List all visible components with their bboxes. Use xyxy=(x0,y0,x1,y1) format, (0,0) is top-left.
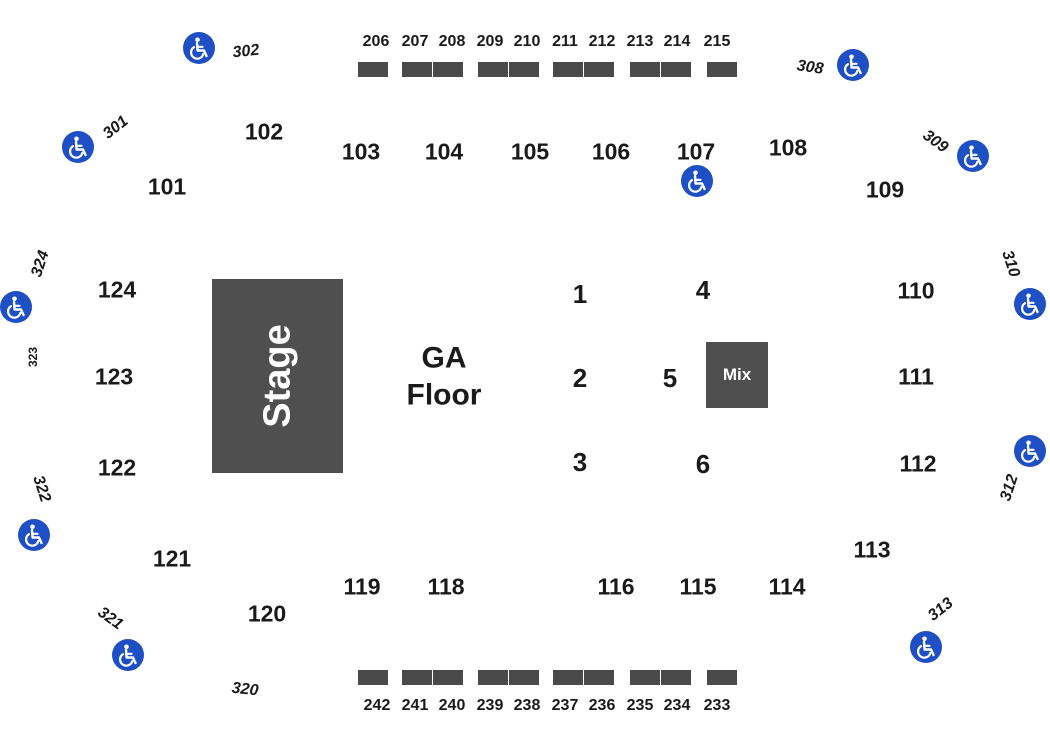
section-115[interactable]: 115 xyxy=(679,573,717,600)
section-320[interactable]: 320 xyxy=(230,679,260,700)
section-212[interactable]: 212 xyxy=(588,33,616,50)
wheelchair-icon xyxy=(910,631,942,663)
wheelchair-icon xyxy=(62,131,94,163)
wheelchair-icon xyxy=(837,49,869,81)
section-322[interactable]: 322 xyxy=(29,473,54,505)
section-102[interactable]: 102 xyxy=(244,118,284,145)
ga-floor-line2: Floor xyxy=(406,378,482,411)
section-3[interactable]: 3 xyxy=(572,447,588,477)
wheelchair-icon xyxy=(681,165,713,197)
section-213[interactable]: 213 xyxy=(626,33,654,50)
wheelchair-icon xyxy=(112,639,144,671)
wheelchair-icon xyxy=(0,291,32,323)
section-242[interactable]: 242 xyxy=(363,697,391,714)
wheelchair-icon xyxy=(18,519,50,551)
loge-box-238[interactable] xyxy=(509,670,539,685)
section-5[interactable]: 5 xyxy=(662,363,678,393)
wheelchair-icon xyxy=(957,140,989,172)
section-104[interactable]: 104 xyxy=(424,138,464,165)
loge-box-237[interactable] xyxy=(553,670,583,685)
section-101[interactable]: 101 xyxy=(147,173,187,200)
section-215[interactable]: 215 xyxy=(703,33,731,50)
ga-floor-line1: GA xyxy=(421,341,467,375)
stage[interactable]: Stage xyxy=(212,279,343,473)
section-235[interactable]: 235 xyxy=(626,697,654,714)
section-105[interactable]: 105 xyxy=(510,138,550,165)
mix-label: Mix xyxy=(722,365,752,384)
section-206[interactable]: 206 xyxy=(362,33,390,50)
section-123[interactable]: 123 xyxy=(94,363,134,390)
loge-box-241[interactable] xyxy=(402,670,432,685)
loge-box-233[interactable] xyxy=(707,670,737,685)
section-309[interactable]: 309 xyxy=(919,126,952,157)
section-118[interactable]: 118 xyxy=(427,573,465,600)
section-238[interactable]: 238 xyxy=(513,697,541,714)
section-119[interactable]: 119 xyxy=(343,573,381,600)
loge-box-214[interactable] xyxy=(661,62,691,77)
section-2[interactable]: 2 xyxy=(572,363,588,393)
loge-box-215[interactable] xyxy=(707,62,737,77)
loge-box-207[interactable] xyxy=(402,62,432,77)
section-239[interactable]: 239 xyxy=(476,697,504,714)
section-120[interactable]: 120 xyxy=(247,600,287,627)
wheelchair-icon xyxy=(183,32,215,64)
section-301[interactable]: 301 xyxy=(99,112,132,143)
section-308[interactable]: 308 xyxy=(795,57,825,78)
section-122[interactable]: 122 xyxy=(97,454,137,481)
section-113[interactable]: 113 xyxy=(853,536,891,563)
section-111[interactable]: 111 xyxy=(898,363,934,390)
loge-box-234[interactable] xyxy=(661,670,691,685)
section-323[interactable]: 323 xyxy=(26,346,40,368)
section-112[interactable]: 112 xyxy=(899,450,937,477)
section-210[interactable]: 210 xyxy=(513,33,541,50)
section-1[interactable]: 1 xyxy=(572,279,588,309)
section-321[interactable]: 321 xyxy=(94,603,127,634)
section-240[interactable]: 240 xyxy=(438,697,466,714)
loge-box-240[interactable] xyxy=(433,670,463,685)
section-209[interactable]: 209 xyxy=(476,33,504,50)
loge-box-211[interactable] xyxy=(553,62,583,77)
loge-box-208[interactable] xyxy=(433,62,463,77)
wheelchair-icon xyxy=(1014,435,1046,467)
section-302[interactable]: 302 xyxy=(231,41,261,62)
ga-floor[interactable]: GA Floor xyxy=(407,340,482,413)
section-109[interactable]: 109 xyxy=(865,176,905,203)
section-124[interactable]: 124 xyxy=(97,276,137,303)
stage-label: Stage xyxy=(256,324,298,428)
section-207[interactable]: 207 xyxy=(401,33,429,50)
loge-box-242[interactable] xyxy=(358,670,388,685)
section-208[interactable]: 208 xyxy=(438,33,466,50)
section-312[interactable]: 312 xyxy=(997,472,1022,504)
section-241[interactable]: 241 xyxy=(401,697,429,714)
section-324[interactable]: 324 xyxy=(28,248,53,280)
section-211[interactable]: 211 xyxy=(552,33,578,50)
section-114[interactable]: 114 xyxy=(768,573,806,600)
loge-box-206[interactable] xyxy=(358,62,388,77)
loge-box-212[interactable] xyxy=(584,62,614,77)
wheelchair-icon xyxy=(1014,288,1046,320)
loge-box-236[interactable] xyxy=(584,670,614,685)
section-107[interactable]: 107 xyxy=(676,138,716,165)
loge-box-235[interactable] xyxy=(630,670,660,685)
section-233[interactable]: 233 xyxy=(703,697,731,714)
section-121[interactable]: 121 xyxy=(152,545,192,572)
section-106[interactable]: 106 xyxy=(591,138,631,165)
section-234[interactable]: 234 xyxy=(663,697,691,714)
mix-position: Mix xyxy=(706,342,768,408)
section-214[interactable]: 214 xyxy=(663,33,691,50)
section-313[interactable]: 313 xyxy=(924,594,957,625)
loge-box-239[interactable] xyxy=(478,670,508,685)
section-310[interactable]: 310 xyxy=(998,248,1023,280)
loge-box-213[interactable] xyxy=(630,62,660,77)
section-237[interactable]: 237 xyxy=(551,697,579,714)
section-103[interactable]: 103 xyxy=(341,138,381,165)
loge-box-209[interactable] xyxy=(478,62,508,77)
section-4[interactable]: 4 xyxy=(695,275,711,305)
section-108[interactable]: 108 xyxy=(768,134,808,161)
section-6[interactable]: 6 xyxy=(695,449,711,479)
section-236[interactable]: 236 xyxy=(588,697,616,714)
section-116[interactable]: 116 xyxy=(597,573,635,600)
loge-box-210[interactable] xyxy=(509,62,539,77)
section-110[interactable]: 110 xyxy=(897,277,935,304)
